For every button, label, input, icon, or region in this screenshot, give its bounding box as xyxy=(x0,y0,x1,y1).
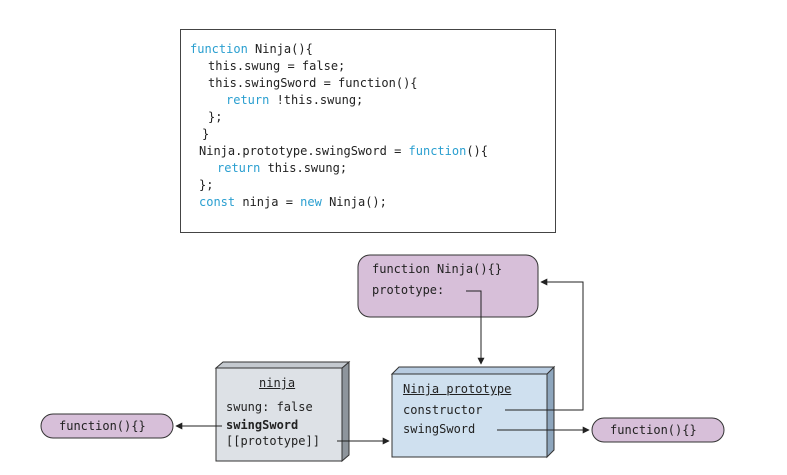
code-line-3: this.swingSword = function(){ xyxy=(208,76,418,90)
code-line-6: } xyxy=(202,127,210,141)
code-line-7: Ninja.prototype.swingSword = function(){ xyxy=(199,144,488,158)
prototype-object-title: Ninja prototype xyxy=(403,382,512,396)
prototype-constructor: constructor xyxy=(403,403,483,417)
code-line-8: return this.swung; xyxy=(217,161,348,175)
ninja-object-prototype-link: [[prototype]] xyxy=(226,434,320,448)
code-line-4: return !this.swung; xyxy=(226,93,364,107)
code-line-9: }; xyxy=(199,178,214,192)
prototype-arrow xyxy=(466,290,485,365)
prototype-swingsword: swingSword xyxy=(403,422,476,436)
ninja-object-box xyxy=(214,360,351,463)
code-panel xyxy=(180,29,556,233)
ninja-prototype-box xyxy=(390,365,556,459)
right-function-label: function(){} xyxy=(610,423,697,437)
ninja-function-prototype-label: prototype: xyxy=(372,283,445,297)
ninja-object-swingsword: swingSword xyxy=(226,418,299,432)
code-line-1: function Ninja(){ xyxy=(190,42,313,56)
ninja-function-box xyxy=(357,254,539,318)
right-function-pill xyxy=(591,417,725,443)
code-line-5: }; xyxy=(208,110,223,124)
left-function-pill xyxy=(40,413,174,439)
ninja-function-label: function Ninja(){} xyxy=(372,262,503,276)
left-function-label: function(){} xyxy=(59,419,146,433)
code-line-2: this.swung = false; xyxy=(208,59,346,73)
code-line-10: const ninja = new Ninja(); xyxy=(199,195,387,209)
ninja-object-swung: swung: false xyxy=(226,400,313,414)
ninja-object-title: ninja xyxy=(259,376,296,390)
constructor-arrow xyxy=(505,278,584,411)
